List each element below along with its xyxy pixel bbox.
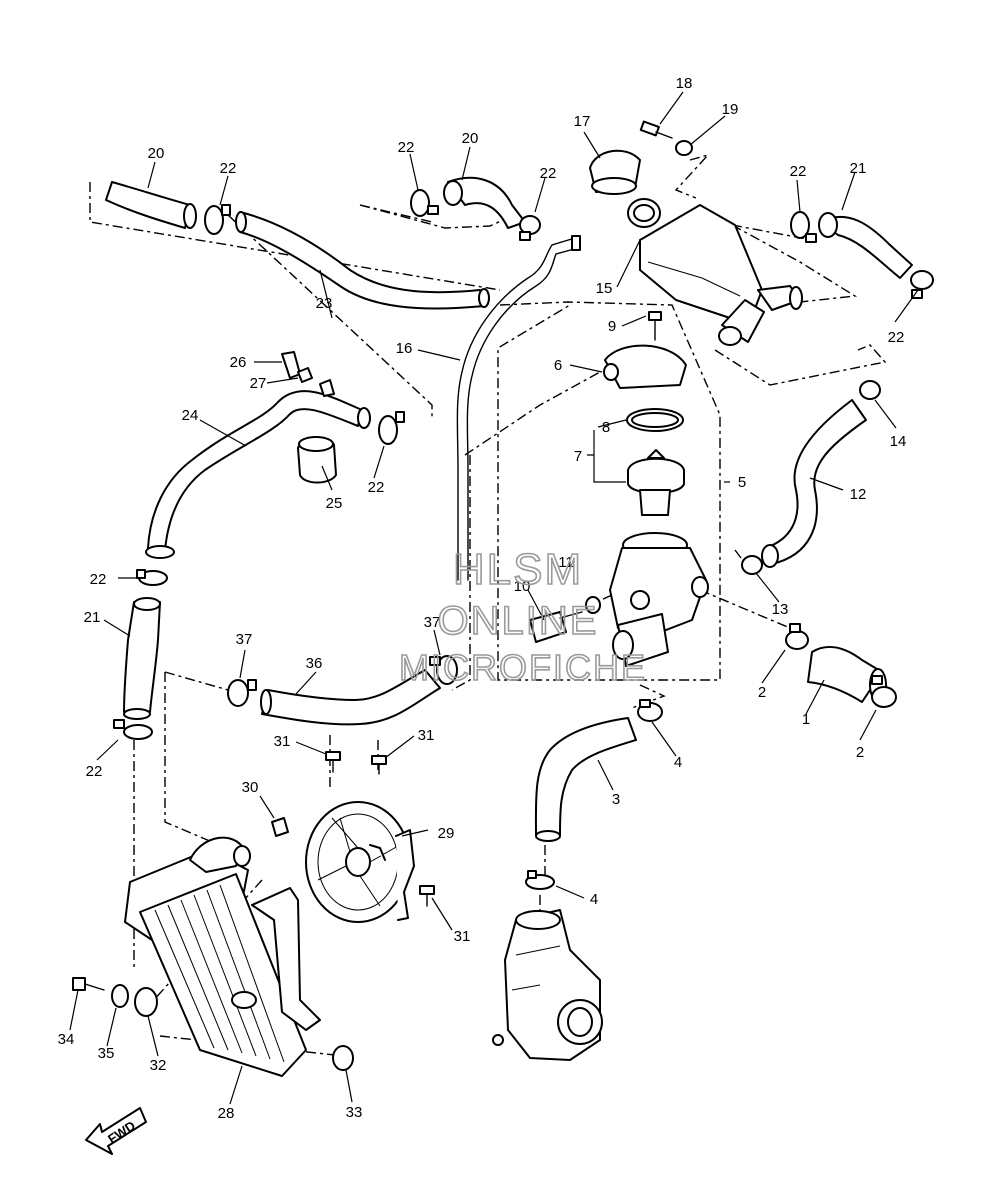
- callout-1: 1: [802, 711, 810, 728]
- radiator-cap: [589, 149, 641, 195]
- callout-33: 33: [346, 1104, 363, 1121]
- callout-36: 36: [306, 655, 323, 672]
- callout-14: 14: [890, 433, 907, 450]
- callout-16: 16: [396, 340, 413, 357]
- callout-24: 24: [182, 407, 199, 424]
- callout-31: 31: [274, 733, 291, 750]
- callout-26: 26: [230, 354, 247, 371]
- callout-21: 21: [850, 160, 867, 177]
- hose-23: [235, 211, 490, 310]
- callout-35: 35: [98, 1045, 115, 1062]
- callout-32: 32: [150, 1057, 167, 1074]
- callout-29: 29: [438, 825, 455, 842]
- callout-22: 22: [888, 329, 905, 346]
- callout-22: 22: [368, 479, 385, 496]
- callout-22: 22: [90, 571, 107, 588]
- watermark-line-3: MICROFICHE: [399, 647, 647, 688]
- tube-16: [456, 235, 581, 581]
- callout-23: 23: [316, 295, 333, 312]
- hose-12: [761, 399, 867, 568]
- callout-12: 12: [850, 486, 867, 503]
- callout-4: 4: [590, 891, 598, 908]
- callout-15: 15: [596, 280, 613, 297]
- callout-6: 6: [554, 357, 562, 374]
- callout-2: 2: [758, 684, 766, 701]
- hose-36: [260, 669, 441, 726]
- hose-21-top-right: [818, 212, 913, 279]
- reservoir-tank: [627, 198, 803, 346]
- callout-28: 28: [218, 1105, 235, 1122]
- callout-2: 2: [856, 744, 864, 761]
- hardware: [72, 751, 435, 1071]
- cooling-fan: [305, 801, 415, 923]
- callout-34: 34: [58, 1031, 75, 1048]
- callout-25: 25: [326, 495, 343, 512]
- callout-30: 30: [242, 779, 259, 796]
- callout-27: 27: [250, 375, 267, 392]
- callout-31: 31: [454, 928, 471, 945]
- hose-24: [145, 390, 371, 559]
- callout-10: 10: [514, 578, 531, 595]
- radiator: [124, 836, 321, 1077]
- callout-21: 21: [84, 609, 101, 626]
- bolt-19: [639, 120, 693, 156]
- callout-4: 4: [674, 754, 682, 771]
- watermark: HLSM ONLINE MICROFICHE: [398, 544, 647, 689]
- callout-17: 17: [574, 113, 591, 130]
- callout-22: 22: [220, 160, 237, 177]
- hose-21-left: [123, 597, 161, 720]
- fitting-25: [281, 351, 337, 484]
- callout-37: 37: [424, 614, 441, 631]
- watermark-line-1: HLSM: [453, 545, 583, 594]
- leader-lines: [69, 91, 919, 1105]
- hose-20-left: [105, 181, 197, 229]
- callout-19: 19: [722, 101, 739, 118]
- callout-22: 22: [398, 139, 415, 156]
- callout-8: 8: [602, 419, 610, 436]
- callout-22: 22: [86, 763, 103, 780]
- callout-37: 37: [236, 631, 253, 648]
- hose-3: [534, 717, 637, 842]
- callout-11: 11: [558, 554, 574, 571]
- hose-20-top: [443, 176, 526, 229]
- callout-5: 5: [738, 474, 746, 491]
- water-pump: [492, 909, 603, 1061]
- callout-31: 31: [418, 727, 435, 744]
- watermark-line-2: ONLINE: [438, 599, 599, 643]
- callout-numbers: 1 2 2 3 4 4 5 6 7 8 9 10 11 12 13 14 15 …: [58, 75, 907, 1122]
- callout-7: 7: [574, 448, 582, 465]
- callout-20: 20: [148, 145, 165, 162]
- callout-18: 18: [676, 75, 693, 92]
- thermostat-assembly: [529, 311, 709, 667]
- callout-3: 3: [612, 791, 620, 808]
- callout-9: 9: [608, 318, 616, 335]
- clamps: [113, 189, 934, 890]
- callout-22: 22: [790, 163, 807, 180]
- callout-13: 13: [772, 601, 789, 618]
- callout-20: 20: [462, 130, 479, 147]
- fwd-arrow-icon: FWD: [85, 1107, 147, 1155]
- callout-22: 22: [540, 165, 557, 182]
